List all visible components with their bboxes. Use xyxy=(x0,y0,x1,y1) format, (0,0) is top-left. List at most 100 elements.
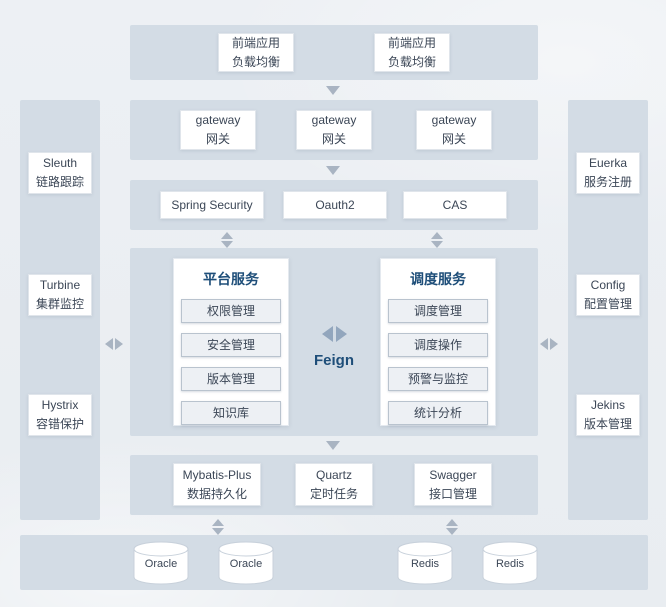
gateway-box: gateway 网关 xyxy=(296,110,372,150)
down-arrow-icon xyxy=(326,166,340,175)
eureka-box: Euerka 服务注册 xyxy=(576,152,640,194)
feign-connector: Feign xyxy=(294,326,374,369)
bidirectional-vertical-arrow xyxy=(212,519,224,535)
spring-security-box: Spring Security xyxy=(160,191,264,219)
redis-database: Redis xyxy=(397,541,453,585)
database-cylinder-icon xyxy=(397,541,453,585)
sleuth-box: Sleuth 链路跟踪 xyxy=(28,152,92,194)
down-arrow-icon xyxy=(326,86,340,95)
database-cylinder-icon xyxy=(218,541,274,585)
jenkins-label: Jekins xyxy=(590,398,625,413)
left-monitoring-band: Sleuth 链路跟踪 Turbine 集群监控 Hystrix 容错保护 xyxy=(20,100,100,520)
right-arrow-icon xyxy=(115,338,123,350)
schedule-item-alert-monitor: 预警与监控 xyxy=(388,367,488,391)
database-label: Redis xyxy=(495,558,525,570)
middleware-band: Mybatis-Plus 数据持久化 Quartz 定时任务 Swagger 接… xyxy=(130,455,538,515)
schedule-services-items: 调度管理 调度操作 预警与监控 统计分析 xyxy=(381,299,495,425)
swagger-box: Swagger 接口管理 xyxy=(414,463,492,506)
cas-box: CAS xyxy=(403,191,507,219)
right-arrow-icon xyxy=(335,326,347,342)
up-arrow-icon xyxy=(221,232,233,239)
spring-security-label: Spring Security xyxy=(171,197,253,212)
right-config-band: Euerka 服务注册 Config 配置管理 Jekins 版本管理 xyxy=(568,100,648,520)
gateway-box: gateway 网关 xyxy=(416,110,492,150)
config-box: Config 配置管理 xyxy=(576,274,640,316)
down-arrow-icon xyxy=(446,528,458,535)
gateway-label: gateway xyxy=(431,113,477,128)
schedule-item-statistics: 统计分析 xyxy=(388,401,488,425)
mybatis-plus-sublabel: 数据持久化 xyxy=(186,486,247,501)
config-sublabel: 配置管理 xyxy=(583,297,632,311)
gateway-box: gateway 网关 xyxy=(180,110,256,150)
bidirectional-vertical-arrow xyxy=(446,519,458,535)
auth-band: Spring Security Oauth2 CAS xyxy=(130,180,538,230)
feign-bidirectional-arrows xyxy=(321,326,347,342)
gateway-sublabel: 网关 xyxy=(441,132,466,146)
database-cylinder-icon xyxy=(133,541,189,585)
jenkins-sublabel: 版本管理 xyxy=(583,417,632,431)
core-services-band: 平台服务 权限管理 安全管理 版本管理 知识库 Feign 调度服务 调度管理 … xyxy=(130,248,538,436)
database-label: Redis xyxy=(410,558,440,570)
gateway-label: gateway xyxy=(311,113,357,128)
feign-label: Feign xyxy=(314,352,354,369)
turbine-sublabel: 集群监控 xyxy=(35,297,84,311)
oauth2-box: Oauth2 xyxy=(283,191,387,219)
frontend-app-label: 前端应用 xyxy=(231,35,280,50)
frontend-load-balancer-band: 前端应用 负载均衡 前端应用 负载均衡 xyxy=(130,25,538,80)
redis-database: Redis xyxy=(482,541,538,585)
eureka-sublabel: 服务注册 xyxy=(583,175,632,189)
schedule-item-manage: 调度管理 xyxy=(388,299,488,323)
frontend-app-sublabel: 负载均衡 xyxy=(231,54,280,69)
database-label: Oracle xyxy=(144,558,178,570)
oauth2-label: Oauth2 xyxy=(315,197,355,212)
hystrix-label: Hystrix xyxy=(41,398,79,413)
turbine-box: Turbine 集群监控 xyxy=(28,274,92,316)
hystrix-box: Hystrix 容错保护 xyxy=(28,394,92,436)
down-arrow-icon xyxy=(326,441,340,450)
gateway-band: gateway 网关 gateway 网关 gateway 网关 xyxy=(130,100,538,160)
down-arrow-icon xyxy=(212,528,224,535)
down-arrow-icon xyxy=(431,241,443,248)
gateway-sublabel: 网关 xyxy=(205,132,230,146)
eureka-label: Euerka xyxy=(588,156,628,171)
database-cylinder-icon xyxy=(482,541,538,585)
platform-item-version: 版本管理 xyxy=(181,367,281,391)
frontend-app-label: 前端应用 xyxy=(387,35,436,50)
right-arrow-icon xyxy=(550,338,558,350)
oracle-database: Oracle xyxy=(133,541,189,585)
platform-services-items: 权限管理 安全管理 版本管理 知识库 xyxy=(174,299,288,425)
turbine-label: Turbine xyxy=(39,278,81,293)
quartz-sublabel: 定时任务 xyxy=(309,486,358,501)
frontend-app-box: 前端应用 负载均衡 xyxy=(218,33,294,72)
swagger-sublabel: 接口管理 xyxy=(428,486,477,501)
hystrix-sublabel: 容错保护 xyxy=(35,417,84,431)
platform-services-title: 平台服务 xyxy=(203,271,259,287)
mybatis-plus-label: Mybatis-Plus xyxy=(182,467,252,482)
platform-services-panel: 平台服务 权限管理 安全管理 版本管理 知识库 xyxy=(173,258,289,426)
cas-label: CAS xyxy=(442,197,468,212)
platform-item-knowledge: 知识库 xyxy=(181,401,281,425)
frontend-app-sublabel: 负载均衡 xyxy=(387,54,436,69)
schedule-item-operate: 调度操作 xyxy=(388,333,488,357)
bidirectional-vertical-arrow xyxy=(431,232,443,248)
swagger-label: Swagger xyxy=(429,467,477,482)
gateway-sublabel: 网关 xyxy=(321,132,346,146)
oracle-database: Oracle xyxy=(218,541,274,585)
up-arrow-icon xyxy=(446,519,458,526)
platform-item-permission: 权限管理 xyxy=(181,299,281,323)
sleuth-sublabel: 链路跟踪 xyxy=(35,175,84,189)
jenkins-box: Jekins 版本管理 xyxy=(576,394,640,436)
left-arrow-icon xyxy=(540,338,548,350)
config-label: Config xyxy=(590,278,626,293)
frontend-app-box: 前端应用 负载均衡 xyxy=(374,33,450,72)
bidirectional-horizontal-arrow xyxy=(540,338,558,350)
database-band: Oracle Oracle Redis Redis xyxy=(20,535,648,590)
down-arrow-icon xyxy=(221,241,233,248)
up-arrow-icon xyxy=(212,519,224,526)
gateway-label: gateway xyxy=(195,113,241,128)
schedule-services-title: 调度服务 xyxy=(410,271,466,287)
bidirectional-vertical-arrow xyxy=(221,232,233,248)
left-arrow-icon xyxy=(321,326,333,342)
schedule-services-panel: 调度服务 调度管理 调度操作 预警与监控 统计分析 xyxy=(380,258,496,426)
